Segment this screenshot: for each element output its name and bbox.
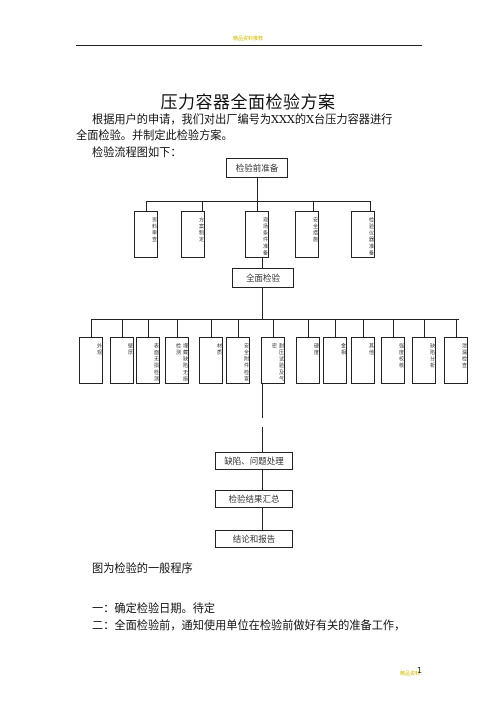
connector [202,201,203,211]
prep-item: 方案制定 [181,211,205,258]
inspection-item: 缺陷分析 [412,337,436,384]
figure-caption: 图为检验的一般程序 [92,562,193,575]
connector [262,288,263,319]
intro-line-2: 全面检验。并制定此检验方案。 [76,129,233,142]
connector [456,319,457,337]
header-text: 精品资料推荐 [232,36,263,42]
step-2: 二：全面检验前，通知使用单位在检验前做好有关的准备工作， [92,619,406,632]
header-rule [76,45,422,46]
inspection-item: 埋藏缺陷无损检测 [165,337,189,384]
flow-node-conclusion-report: 结论和报告 [215,530,293,548]
connector [262,470,263,490]
inspection-item: 表面无损检测 [136,337,160,384]
flow-node-defect-handling: 缺陷、问题处理 [215,452,293,470]
inspection-item: 壁厚 [110,337,134,384]
connector [370,201,371,211]
connector [91,319,92,337]
connector [335,319,336,337]
prep-item: 检验仪器准备 [351,211,375,258]
connector [262,384,263,418]
prep-item: 资料审查 [134,211,158,258]
footer-mark: 精品资料 [400,671,421,677]
connector [363,319,364,337]
step-1: 一：确定检验日期。待定 [92,602,216,615]
connector [148,319,149,337]
inspection-item: 强度校核 [381,337,405,384]
connector [146,201,370,202]
inspection-item: 硬度 [296,337,320,384]
inspection-item: 外观 [79,337,103,384]
connector [262,258,263,268]
flow-intro: 检验流程图如下： [92,146,182,159]
connector [177,319,178,337]
flow-node-full-inspection: 全面检验 [232,268,294,288]
connector [393,319,394,337]
connector [257,178,258,201]
inspection-item: 其他 [351,337,375,384]
connector [424,319,425,337]
document-title: 压力容器全面检验方案 [160,93,336,113]
connector [313,201,314,211]
connector [91,319,459,320]
connector [122,319,123,337]
inspection-item: 安全附件检查 [226,337,250,384]
flow-node-results-summary: 检验结果汇总 [215,490,293,508]
prep-item: 现场条件准备 [245,211,269,258]
intro-line-1: 根据用户的申请，我们对出厂编号为XXX的X台压力容器进行 [92,113,393,126]
connector [273,319,274,337]
inspection-item: 泄漏检查 [444,337,468,384]
inspection-item: 金相 [323,337,347,384]
connector [262,508,263,530]
flow-node-prep: 检验前准备 [226,158,288,178]
connector [262,427,263,452]
inspection-item: 耐压试验及气密 [261,337,285,384]
connector [257,201,258,211]
connector [238,319,239,337]
connector [211,319,212,337]
inspection-item: 材质 [199,337,223,384]
connector [146,201,147,211]
prep-item: 安全措施 [295,211,319,258]
page-number: 1 [417,666,423,675]
connector [308,319,309,337]
